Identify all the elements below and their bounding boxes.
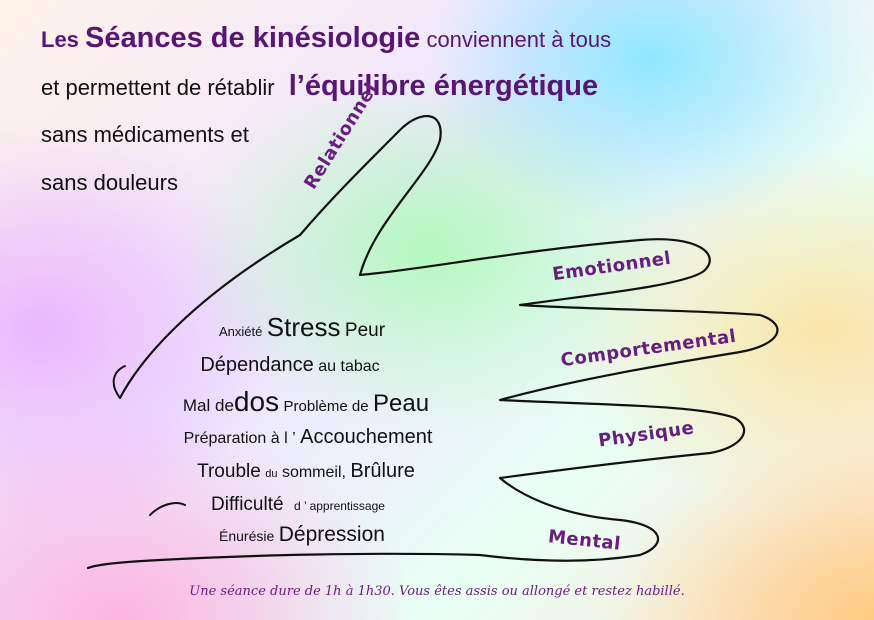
- intro-line-3: sans médicaments et: [41, 122, 249, 147]
- symptom-row-4: Préparation à l ’ Accouchement: [108, 426, 508, 449]
- symptom-row-3: Mal dedos Problème de Peau: [106, 386, 506, 418]
- symptom-row-6: Difficulté d ’ apprentissage: [98, 494, 498, 516]
- symptom-mal-de: Mal de: [182, 396, 234, 415]
- intro-line-2: et permettent de rétablir l’équilibre én…: [41, 70, 598, 103]
- symptom-row-5: Trouble du sommeil, Brûlure: [106, 460, 506, 483]
- symptom-apprentissage: d ’ apprentissage: [294, 499, 385, 513]
- symptom-row-1: Anxiété Stress Peur: [102, 312, 502, 343]
- symptom-sommeil: sommeil,: [281, 464, 346, 481]
- symptom-probleme-de: Problème de: [283, 398, 369, 415]
- symptom-difficulte: Difficulté: [211, 494, 284, 515]
- symptom-tabac: au tabac: [318, 358, 380, 375]
- intro-equilibre: l’équilibre énergétique: [288, 70, 599, 102]
- symptom-anxiete: Anxiété: [218, 324, 263, 339]
- symptom-row-2: Dépendance au tabac: [90, 354, 490, 377]
- intro-seances: Séances de kinésiologie: [85, 22, 421, 54]
- symptom-row-7: Énurésie Dépression: [102, 523, 502, 547]
- intro-retablir: et permettent de rétablir: [41, 75, 275, 100]
- symptom-stress: Stress: [266, 312, 341, 342]
- footer-note: Une séance dure de 1h à 1h30. Vous êtes …: [189, 584, 685, 599]
- symptom-peur: Peur: [344, 320, 386, 341]
- symptom-depression: Dépression: [278, 523, 385, 546]
- symptom-dos: dos: [233, 386, 280, 417]
- intro-conviennent: conviennent à tous: [426, 27, 612, 52]
- symptom-dependance: Dépendance: [200, 354, 314, 376]
- symptom-accouchement: Accouchement: [300, 426, 433, 448]
- symptom-preparation: Préparation à l ’: [183, 430, 296, 447]
- intro-line-4: sans douleurs: [41, 170, 178, 195]
- symptom-enuresie: Énurésie: [219, 528, 275, 544]
- intro-line-1: Les Séances de kinésiologie conviennent …: [41, 22, 611, 55]
- symptom-brulure: Brûlure: [350, 460, 415, 482]
- symptom-du: du: [265, 468, 278, 480]
- symptom-trouble: Trouble: [197, 461, 261, 482]
- intro-les: Les: [41, 27, 79, 52]
- symptom-peau: Peau: [373, 390, 430, 417]
